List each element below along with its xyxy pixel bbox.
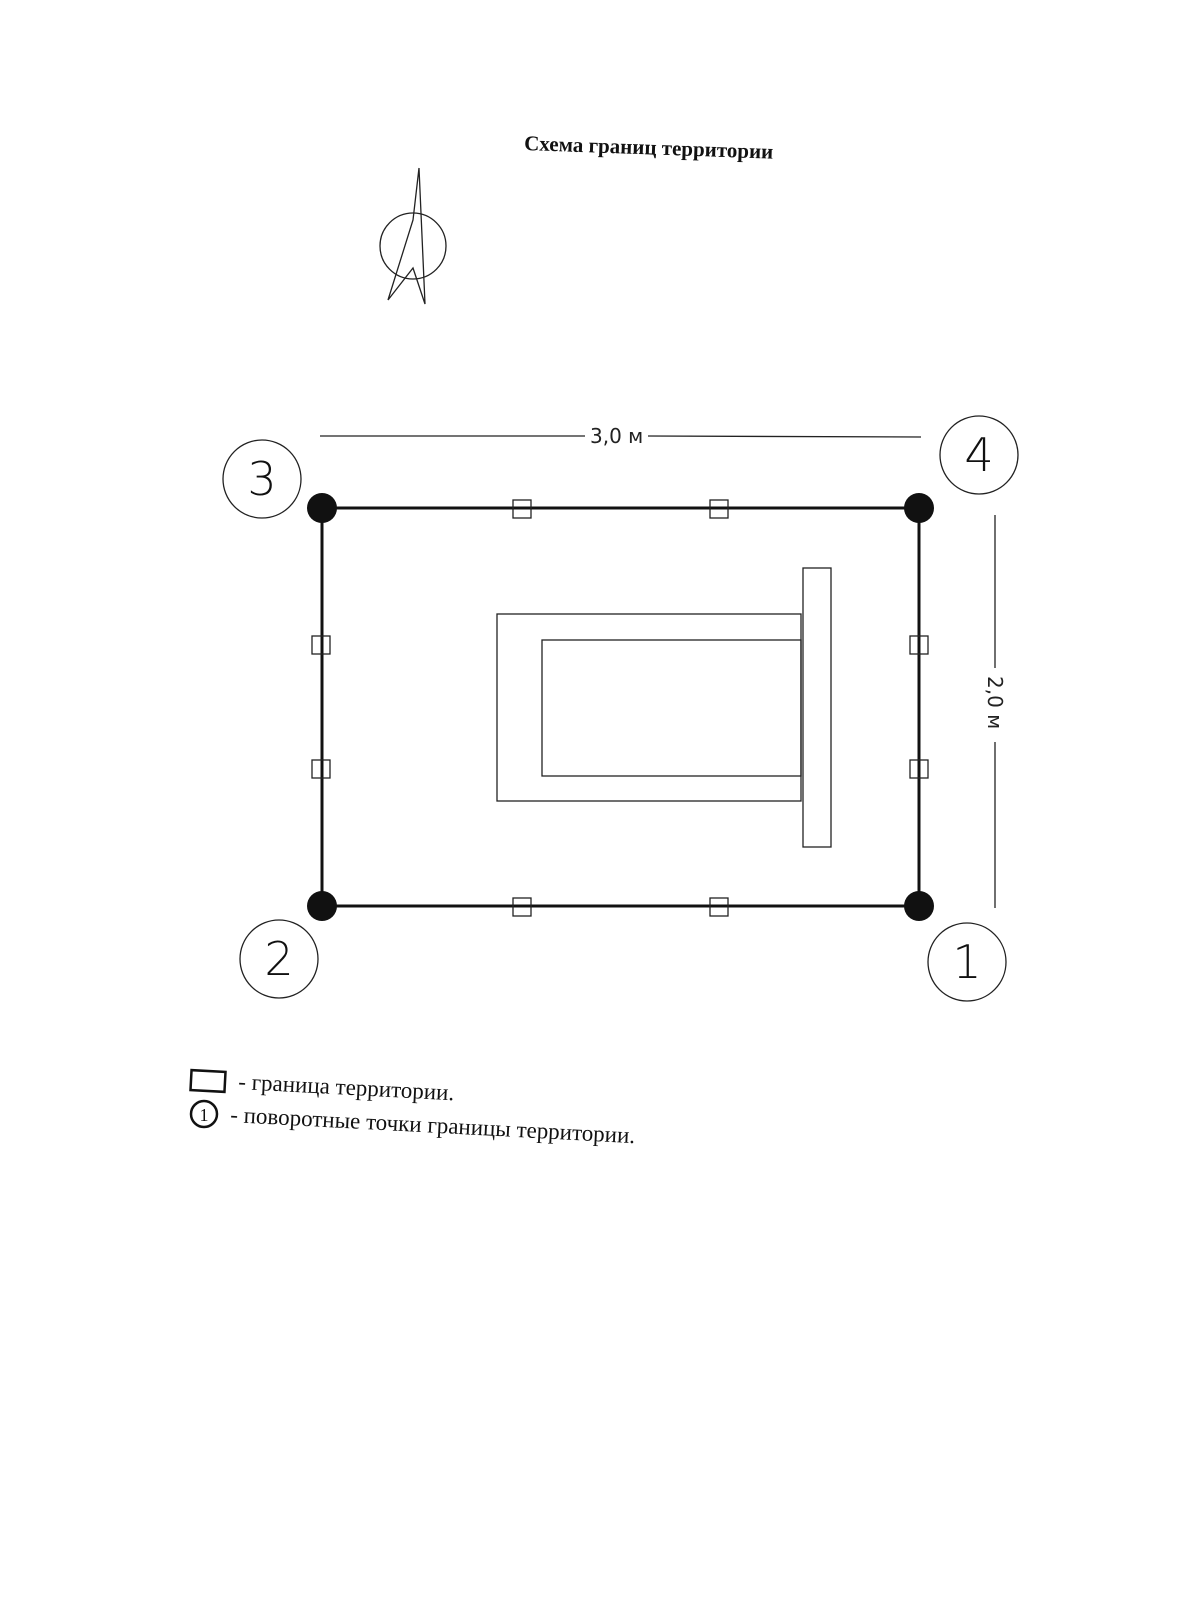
turning-point-1: 1 (927, 922, 1007, 1002)
width-dimension: 3,0 м (320, 424, 922, 448)
inner-structure (496, 567, 832, 848)
square-marker-icon (709, 499, 729, 519)
square-marker-icon (512, 499, 532, 519)
svg-text:1: 1 (952, 935, 981, 989)
square-marker-icon (311, 635, 331, 655)
turning-point-3: 3 (222, 439, 302, 519)
svg-text:4: 4 (964, 428, 993, 482)
corner-nodes (307, 493, 934, 921)
circled-number-icon: 1 (189, 1099, 219, 1129)
inner-frame (541, 639, 802, 777)
svg-text:3: 3 (247, 452, 276, 506)
diagram-title: Схема границ территории (524, 131, 774, 164)
width-dimension-label: 3,0 м (590, 424, 643, 448)
corner-node-4 (904, 493, 934, 523)
vertical-bar (802, 567, 832, 848)
turning-point-4: 4 (939, 415, 1019, 495)
north-arrow-icon (379, 167, 447, 305)
turning-point-labels: 3 4 2 1 (222, 415, 1019, 1002)
square-marker-icon (512, 897, 532, 917)
svg-text:2: 2 (264, 932, 293, 986)
square-marker-icon (189, 1068, 227, 1094)
corner-node-2 (307, 891, 337, 921)
corner-node-1 (904, 891, 934, 921)
square-marker-icon (709, 897, 729, 917)
legend-points-text: - поворотные точки границы территории. (230, 1102, 636, 1148)
square-marker-icon (311, 759, 331, 779)
boundary-markers (311, 499, 929, 917)
corner-node-3 (307, 493, 337, 523)
legend-boundary-text: - граница территории. (238, 1069, 455, 1105)
legend: - граница территории. 1 - поворотные точ… (189, 1068, 636, 1148)
height-dimension-label: 2,0 м (983, 676, 1007, 729)
svg-text:1: 1 (200, 1105, 209, 1125)
height-dimension: 2,0 м (983, 515, 1007, 908)
square-marker-icon (909, 759, 929, 779)
turning-point-2: 2 (239, 919, 319, 999)
square-marker-icon (909, 635, 929, 655)
